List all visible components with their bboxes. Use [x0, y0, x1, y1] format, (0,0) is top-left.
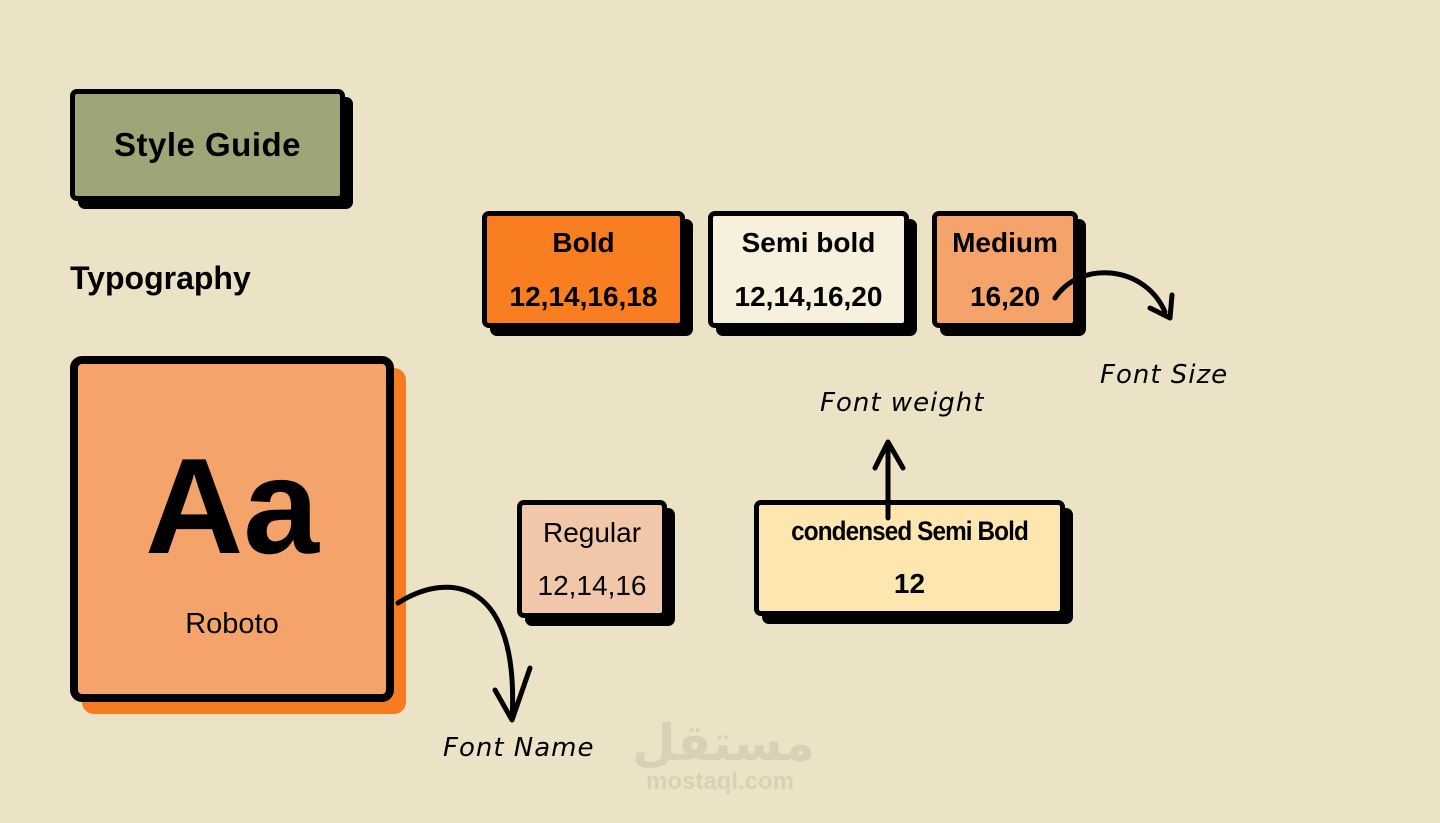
watermark: مستقل mostaql.com	[632, 714, 815, 796]
weight-card-medium: Medium 16,20	[932, 211, 1078, 328]
style-guide-title-card: Style Guide	[70, 89, 345, 201]
weight-sizes: 12,14,16	[537, 570, 647, 601]
annotation-font-size: Font Size	[1100, 360, 1229, 390]
weight-sizes: 12,14,16,20	[734, 280, 883, 312]
weight-sizes: 12,14,16,18	[509, 280, 658, 312]
watermark-arabic: مستقل	[632, 714, 815, 772]
page-title: Style Guide	[113, 126, 302, 163]
weight-label: Regular	[542, 516, 642, 548]
weight-sizes: 16,20	[969, 280, 1041, 312]
arrow-font-size	[1052, 270, 1175, 321]
font-card: Aa Roboto	[70, 356, 394, 702]
font-name: Roboto	[185, 607, 279, 640]
arrow-font-name	[395, 584, 533, 723]
weight-card-bold: Bold 12,14,16,18	[482, 211, 685, 328]
annotation-font-name: Font Name	[443, 733, 595, 763]
weight-label: Semi bold	[741, 227, 876, 259]
arrow-font-weight	[872, 439, 906, 521]
weight-card-condensed: condensed Semi Bold 12	[754, 500, 1065, 616]
weight-label: Bold	[552, 227, 615, 259]
annotation-font-weight: Font weight	[820, 388, 985, 418]
weight-card-regular: Regular 12,14,16	[517, 500, 667, 618]
font-sample: Aa	[145, 429, 319, 582]
watermark-latin: mostaql.com	[645, 768, 795, 795]
weight-card-semibold: Semi bold 12,14,16,20	[708, 211, 909, 328]
weight-label: condensed Semi Bold	[791, 515, 1029, 546]
weight-label: Medium	[952, 227, 1058, 259]
weight-sizes: 12	[893, 568, 926, 600]
section-heading: Typography	[70, 260, 251, 296]
